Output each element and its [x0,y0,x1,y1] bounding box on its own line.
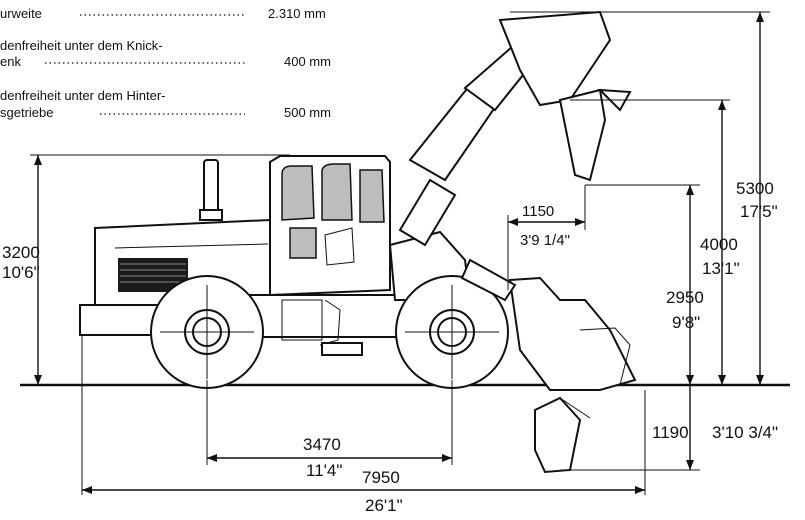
bucket-lowered [508,276,637,391]
spec-3-label-line1: denfreiheit unter dem Hinter- [0,88,165,103]
dim-dump-reach-ft: 3'9 1/4" [520,232,570,249]
dim-dig-depth-ft: 3'10 3/4" [712,423,778,442]
dim-overall-length-ft: 26'1" [365,496,403,515]
dim-dig-depth-mm: 1190 [652,423,689,442]
spec-1-value: 2.310 mm [268,6,326,21]
dimension-labels: 3200 10'6" 5300 17'5" 4000 13'1" 2950 9'… [2,179,778,515]
dimension-lines [30,11,770,495]
cab-window-door [321,163,353,221]
cab-window-rear [281,165,315,221]
cab-window-lower [289,227,317,259]
lower-link [460,258,517,302]
bucket-dig-depth [534,396,591,474]
grille-slats [120,263,186,283]
steering-column [324,227,355,266]
lift-arm-raised [398,10,632,247]
spec-2-label-line2: enk [0,54,21,69]
chassis-frame [239,294,411,338]
dim-wheelbase-mm: 3470 [303,435,341,454]
spec-3-value: 500 mm [284,105,331,120]
tilt-link [558,88,607,182]
spec-3-label-line2: sgetriebe [0,105,53,120]
dim-dump-height-mm: 2950 [666,288,704,307]
bucket-ground [460,258,637,391]
hood-crease [114,243,269,249]
articulation-joint [321,342,363,356]
dim-wheelbase-ft: 11'4" [306,461,342,480]
spec-2-label-line1: denfreiheit unter dem Knick- [0,38,163,53]
spec-2-value: 400 mm [284,54,331,69]
dim-dump-height-ft: 9'8" [672,313,700,332]
wheel-loader [79,10,637,474]
spec-list: urweite 2.310 mm denfreiheit unter dem K… [0,6,331,120]
bucket-lowered-teeth [579,327,631,386]
front-wheel [395,275,509,389]
cab-window-front [359,169,385,223]
dim-cab-height-mm: 3200 [2,243,40,262]
dim-max-height-mm: 5300 [736,179,774,198]
dim-dump-reach-mm: 1150 [522,203,554,220]
boom-lower [398,178,457,247]
exhaust-pipe [203,159,219,213]
dim-max-height-ft: 17'5" [740,202,778,221]
dim-pin-height-ft: 13'1" [702,259,740,278]
dim-overall-length-mm: 7950 [362,468,400,487]
bucket-dig [534,396,582,474]
exhaust-base [199,209,223,221]
rear-wheel [150,275,264,389]
spec-1-label: urweite [0,6,42,21]
hydraulic-block [281,299,323,341]
dim-cab-height-ft: 10'6" [2,263,40,282]
dim-pin-height-mm: 4000 [700,235,738,254]
